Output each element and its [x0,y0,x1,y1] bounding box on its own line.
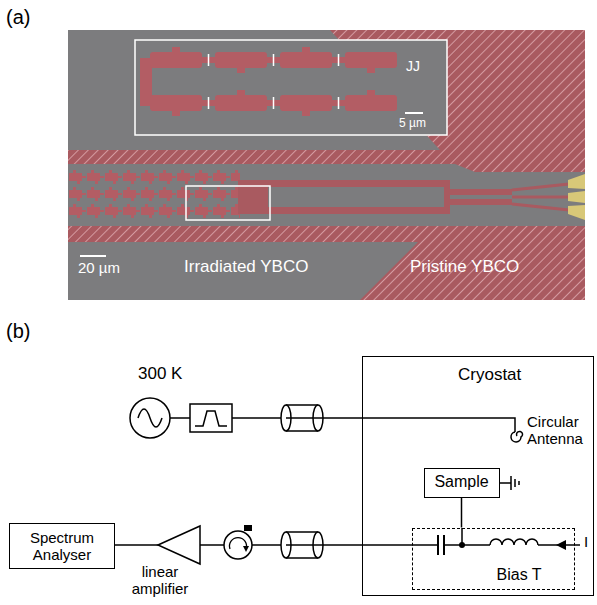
center-strip-gap [268,187,444,207]
wire [170,417,190,419]
label-anchor: JJ [406,58,420,74]
meander-block [150,95,202,111]
label-anchor: (a) [6,6,30,29]
spectrum-analyser-box: Spectrum Analyser [9,523,115,569]
wire [114,544,158,546]
label-anchor: linear amplifier [116,564,204,597]
meander-tab [237,68,245,73]
meander-tab [367,68,375,73]
meander-block [345,52,397,68]
junction-dot [459,542,465,548]
meander-block [215,52,267,68]
gold-pad [568,174,585,189]
label-anchor: 5 µm [399,117,426,131]
wire [232,417,281,419]
wire-connector [461,498,463,528]
zoom-frame [186,186,270,220]
meander-tab [302,111,310,116]
circulator [224,531,252,559]
wire [252,544,281,546]
amplifier-symbol [158,526,200,564]
meander-block [215,95,267,111]
label-anchor: Pristine YBCO [410,257,519,277]
node-text: Cryostat [458,365,593,385]
bandpass-symbol [195,411,227,426]
sample-box: Sample [424,468,500,498]
meander-block [150,52,202,68]
bias-current-arrow [556,540,566,550]
meander-block [280,52,332,68]
inductor-symbol [490,539,538,545]
circulator-arrow [243,546,249,552]
label-anchor: 20 µm [78,259,120,276]
label-anchor: I [584,533,588,550]
scale-label: 5 µm [399,117,426,131]
circulator-flag [244,525,252,531]
meander-tab [367,90,375,95]
sine-symbol [138,409,162,427]
meander-tab [237,90,245,95]
cryostat-box: CryostatSampleBias T [362,356,594,596]
pristine-ybco-region [68,30,585,172]
panel-label: (b) [6,320,30,343]
capacitor-symbol [438,535,444,555]
wire [286,418,515,432]
meander-tab [302,47,310,52]
junction-array [68,170,240,218]
inset-frame [135,40,447,135]
feed-line-gap [450,195,512,199]
junction-label: JJ [406,58,420,74]
temperature-label: 300 K [138,364,182,384]
current-label: I [584,533,588,550]
region-label: Pristine YBCO [410,257,519,277]
label-anchor: Circular Antenna [527,413,591,448]
meander-tab [172,47,180,52]
meander-tab [172,111,180,116]
node-text: Bias T [497,566,574,584]
wire [444,544,490,546]
antenna-label: Circular Antenna [527,413,591,448]
amplifier-label: linear amplifier [116,564,204,597]
scale-bar [405,112,423,114]
ground-symbol [500,476,519,490]
circular-antenna [511,431,523,442]
panel-label: (a) [6,6,30,29]
gold-pad [568,191,585,203]
label-anchor: Irradiated YBCO [184,257,308,277]
junction-marks [209,54,339,109]
meander-block [280,95,332,111]
contact-leads [512,184,569,210]
feed-line [450,189,512,205]
gold-pad [568,205,585,220]
pristine-ybco-region [68,226,585,300]
node-text: Spectrum Analyser [16,529,108,564]
bias-tee-box: Bias T [412,528,575,590]
label-anchor: 300 K [138,364,182,384]
micrograph-background [68,30,585,300]
label-anchor: (b) [6,320,30,343]
node-text: Sample [434,473,488,491]
bandpass-filter [190,404,232,432]
signal-generator [130,398,170,438]
scale-label: 20 µm [78,259,120,276]
region-label: Irradiated YBCO [184,257,308,277]
meander-block [345,95,397,111]
scale-bar [80,255,106,257]
wire [200,544,224,546]
